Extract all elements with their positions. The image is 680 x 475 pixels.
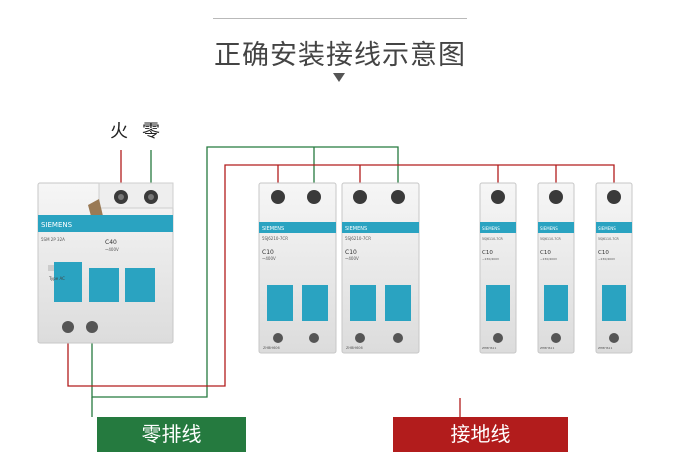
page-title: 正确安装接线示意图 xyxy=(214,40,466,71)
sb3-brand: SIEMENS xyxy=(598,226,616,231)
db1-lever-2 xyxy=(302,285,328,321)
main-breaker-model: 5SM 2P 32A xyxy=(41,237,65,242)
db2-model: 5SJ6210-7CR xyxy=(345,236,371,241)
main-out-live-screw xyxy=(62,321,74,333)
main-breaker-brand-strip xyxy=(38,215,173,232)
db2-lever-1 xyxy=(350,285,376,321)
db1-brand: SIEMENS xyxy=(262,226,284,232)
earth-wire-legend: 接地线 xyxy=(393,417,568,452)
busbar-link xyxy=(88,199,103,220)
db1-neutral-screw xyxy=(307,190,321,204)
db1-live-screw xyxy=(271,190,285,204)
db2-brand: SIEMENS xyxy=(345,226,367,232)
sb2-model: 5SJ6110-7CR xyxy=(540,237,562,241)
live-terminal-screw-center xyxy=(118,194,124,200)
neutral-terminal-screw-center xyxy=(148,194,154,200)
sb1-rating: C10 xyxy=(482,250,493,256)
live-bus-wire xyxy=(67,164,615,387)
sb1-voltage: ~230/400V xyxy=(482,257,500,261)
live-terminal-label: 火 xyxy=(110,121,128,142)
db2-neutral-screw xyxy=(391,190,405,204)
db1-rating: C10 xyxy=(262,249,274,256)
sb2-voltage: ~230/400V xyxy=(540,257,558,261)
single-breaker-2: SIEMENS 5SJ6110-7CR C10 ~230/400V ZHBH61… xyxy=(537,182,575,354)
sb2-rating: C10 xyxy=(540,250,551,256)
main-breaker-brand: SIEMENS xyxy=(41,221,73,229)
sb1-model: 5SJ6110-7CR xyxy=(482,237,504,241)
sb1-code: ZHBH611 xyxy=(482,346,496,350)
db2-live-screw xyxy=(353,190,367,204)
sb2-code: ZHBH611 xyxy=(540,346,554,350)
sb3-rating: C10 xyxy=(598,250,609,256)
main-breaker-rating: C40 xyxy=(105,239,117,246)
db2-code: ZHBH606 xyxy=(346,346,363,350)
sb3-lever xyxy=(602,285,626,321)
sb3-code: ZHBH611 xyxy=(598,346,612,350)
sb2-lever xyxy=(544,285,568,321)
db1-voltage: ~400V xyxy=(262,256,276,261)
sb2-brand: SIEMENS xyxy=(540,226,558,231)
neutral-bar-legend: 零排线 xyxy=(97,417,246,452)
main-breaker: SIEMENS 5SM 2P 32A C40 ~400V Type AC xyxy=(37,182,174,344)
main-breaker-lever-2 xyxy=(125,268,155,302)
main-breaker-terminal-block xyxy=(98,182,174,209)
single-breaker-1: SIEMENS 5SJ6110-7CR C10 ~230/400V ZHBH61… xyxy=(479,182,517,354)
main-breaker-rcd-lever xyxy=(54,262,82,302)
db2-lever-2 xyxy=(385,285,411,321)
main-breaker-lever-1 xyxy=(89,268,119,302)
double-breaker-2: SIEMENS 5SJ6210-7CR C10 ~400V ZHBH606 xyxy=(341,182,420,354)
main-out-neutral-screw xyxy=(86,321,98,333)
single-breaker-3: SIEMENS 5SJ6110-7CR C10 ~230/400V ZHBH61… xyxy=(595,182,633,354)
double-breaker-1: SIEMENS 5SJ6210-7CR C10 ~400V ZHBH606 xyxy=(258,182,337,354)
sb3-model: 5SJ6110-7CR xyxy=(598,237,620,241)
neutral-terminal-label: 零 xyxy=(142,121,160,142)
title-top-rule xyxy=(213,18,467,19)
main-breaker-test-button xyxy=(48,265,54,271)
sb3-voltage: ~230/400V xyxy=(598,257,616,261)
db2-rating: C10 xyxy=(345,249,357,256)
down-arrow-icon xyxy=(333,73,345,82)
db1-code: ZHBH606 xyxy=(263,346,280,350)
main-breaker-voltage: ~400V xyxy=(105,247,119,252)
title-area: 正确安装接线示意图 xyxy=(0,0,680,95)
main-breaker-aux: Type AC xyxy=(48,276,65,281)
db1-lever-1 xyxy=(267,285,293,321)
db1-model: 5SJ6210-7CR xyxy=(262,236,288,241)
sb1-brand: SIEMENS xyxy=(482,226,500,231)
db2-voltage: ~400V xyxy=(345,256,359,261)
sb1-lever xyxy=(486,285,510,321)
